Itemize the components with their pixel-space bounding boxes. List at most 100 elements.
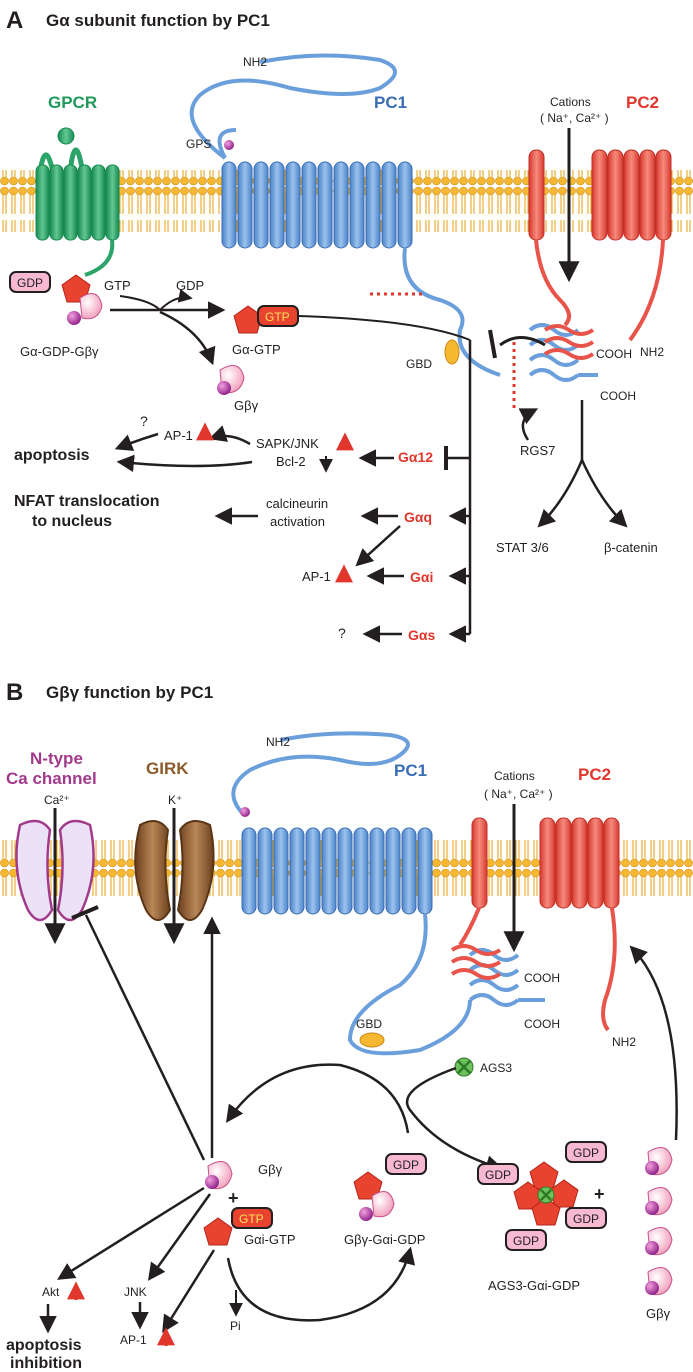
calcineurin-line1: calcineurin bbox=[266, 496, 328, 511]
ags3-gai-gdp-complex bbox=[513, 1161, 579, 1226]
apoptosis-label-a: apoptosis bbox=[14, 447, 90, 464]
cations-ions-b: ( Na⁺, Ca²⁺ ) bbox=[484, 787, 553, 801]
gdp-out-arrow bbox=[159, 288, 193, 311]
gaq-label: Gαq bbox=[404, 509, 432, 525]
stat-arrow bbox=[537, 459, 584, 528]
akt-label: Akt bbox=[42, 1285, 60, 1299]
question-1: ? bbox=[140, 413, 148, 429]
n-type-ca-channel bbox=[15, 819, 95, 922]
gaq-to-ap1-arrow bbox=[355, 525, 401, 567]
g-beta-gamma-label-a: Gβγ bbox=[234, 398, 259, 413]
cycle-bottom-arrow bbox=[226, 1246, 416, 1322]
gbd-label-b: GBD bbox=[356, 1017, 382, 1031]
gbg-gai-gdp-complex bbox=[353, 1171, 395, 1221]
gdp-badge-c2-text: GDP bbox=[573, 1146, 599, 1160]
gdp-badge-c4-text: GDP bbox=[513, 1234, 539, 1248]
ap1-to-apoptosis-arrow bbox=[114, 432, 159, 451]
gdp-badge-c3 bbox=[565, 1207, 607, 1229]
gas-label: Gαs bbox=[408, 627, 435, 643]
ap1-mid-label: AP-1 bbox=[302, 569, 331, 584]
gtp-in-label: GTP bbox=[104, 278, 131, 293]
ags3-label: AGS3 bbox=[480, 1061, 512, 1075]
pc1-nh2-a: NH2 bbox=[243, 55, 267, 69]
cations-ions-a: ( Na⁺, Ca²⁺ ) bbox=[540, 111, 609, 125]
ags3-icon bbox=[454, 1057, 474, 1077]
gai-to-ap1-arrow-b bbox=[162, 1249, 216, 1333]
gbg-to-pc2-arrow bbox=[629, 945, 678, 1141]
gdp-badge-c3-text: GDP bbox=[573, 1212, 599, 1226]
catenin-arrow bbox=[580, 459, 628, 528]
gbg-gai-gdp-label: Gβγ-Gαi-GDP bbox=[344, 1232, 425, 1247]
g-alpha-gtp-shape-b bbox=[203, 1217, 233, 1246]
pc1-cooh-b: COOH bbox=[524, 1017, 560, 1031]
plus-2: + bbox=[594, 1184, 605, 1204]
rgs7-arrow bbox=[518, 408, 539, 441]
panel-a-letter: A bbox=[6, 7, 23, 34]
gbg-stack bbox=[645, 1147, 673, 1296]
gpcr-receptor bbox=[35, 127, 120, 277]
gdp-badge-a bbox=[9, 271, 51, 293]
nfat-line1: NFAT translocation bbox=[14, 493, 160, 510]
ap1-top-label: AP-1 bbox=[164, 428, 193, 443]
gps-label: GPS bbox=[186, 137, 211, 151]
pc2-protein-a bbox=[528, 149, 672, 360]
sapk-to-ap1-arrow bbox=[208, 425, 251, 446]
gdp-badge-c1 bbox=[477, 1163, 519, 1185]
pc2-cooh-b: COOH bbox=[524, 971, 560, 985]
cations-b: Cations bbox=[494, 769, 535, 783]
girk-channel bbox=[134, 820, 215, 921]
pc1-nh2-b: NH2 bbox=[266, 735, 290, 749]
panel-b-letter: B bbox=[6, 679, 23, 706]
gtp-badge-b-text: GTP bbox=[239, 1212, 264, 1226]
pi-label: Pi bbox=[230, 1319, 241, 1333]
gtp-badge-b bbox=[231, 1207, 273, 1229]
gbg-to-jnk-arrow bbox=[147, 1193, 212, 1281]
pc1-protein-b bbox=[231, 731, 545, 1056]
cations-a: Cations bbox=[550, 95, 591, 109]
jnk-label: JNK bbox=[124, 1285, 147, 1299]
ca-ion-label: Ca²⁺ bbox=[44, 793, 70, 807]
panel-a-title: Gα subunit function by PC1 bbox=[46, 11, 270, 30]
gai-gtp-label: Gαi-GTP bbox=[244, 1232, 296, 1247]
pc1-protein-a bbox=[189, 53, 598, 382]
ags3-binding-arrow bbox=[405, 1066, 504, 1173]
pc1-label-b: PC1 bbox=[394, 761, 427, 780]
gbg-stack-label: Gβγ bbox=[646, 1306, 671, 1321]
stat-label: STAT 3/6 bbox=[496, 540, 549, 555]
ap1-label-b: AP-1 bbox=[120, 1333, 147, 1347]
ga12-label: Gα12 bbox=[398, 449, 433, 465]
pc1-cooh-a: COOH bbox=[600, 389, 636, 403]
g-protein-complex-a bbox=[61, 274, 103, 325]
pc2-label-a: PC2 bbox=[626, 93, 659, 112]
calcineurin-line2: activation bbox=[270, 514, 325, 529]
ca-inhibit-line bbox=[84, 914, 206, 1161]
pc2-label-b: PC2 bbox=[578, 765, 611, 784]
pc2-cooh-a: COOH bbox=[596, 347, 632, 361]
g-complex-label: Gα-GDP-Gβγ bbox=[20, 344, 99, 359]
sapk-label: SAPK/JNK bbox=[256, 436, 319, 451]
catenin-label: β-catenin bbox=[604, 540, 658, 555]
ga-to-gbd-line bbox=[297, 315, 471, 341]
cycle-top-arrow bbox=[225, 1063, 410, 1134]
girk-label: GIRK bbox=[146, 759, 189, 778]
pc2-protein-b bbox=[450, 817, 620, 1032]
gdp-badge-a-text: GDP bbox=[17, 276, 43, 290]
gbg-release-arrow bbox=[159, 310, 216, 366]
gdp-badge-b1-text: GDP bbox=[393, 1158, 419, 1172]
pc2-gbd-tbar bbox=[488, 329, 497, 359]
ntype-line1: N-type bbox=[30, 749, 83, 768]
gtp-in-arrow bbox=[119, 295, 161, 311]
rgs7-label: RGS7 bbox=[520, 443, 555, 458]
gdp-badge-b1 bbox=[385, 1153, 427, 1175]
pc1-label-a: PC1 bbox=[374, 93, 407, 112]
gtp-badge-a-text: GTP bbox=[265, 310, 290, 324]
plus-1: + bbox=[228, 1188, 239, 1208]
bcl2-to-apoptosis-arrow bbox=[116, 454, 253, 473]
gbd-label-a: GBD bbox=[406, 357, 432, 371]
g-alpha-gtp-label: Gα-GTP bbox=[232, 342, 281, 357]
gdp-out-label: GDP bbox=[176, 278, 204, 293]
g-beta-gamma-b bbox=[205, 1161, 233, 1190]
pc2-nh2-b: NH2 bbox=[612, 1035, 636, 1049]
gbg-to-akt-arrow bbox=[57, 1186, 205, 1280]
g-beta-gamma-a bbox=[217, 365, 245, 395]
